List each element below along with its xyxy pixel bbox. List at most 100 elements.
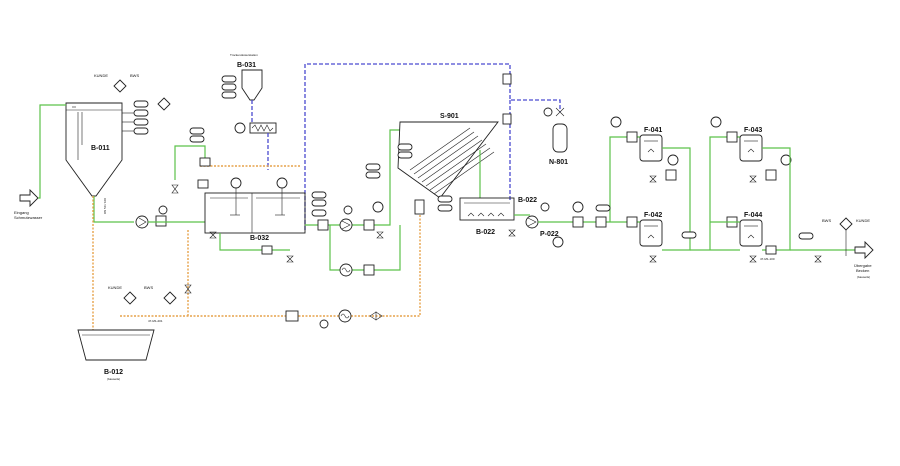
instrument-fi-s901[interactable] <box>343 205 353 215</box>
filter-f043[interactable] <box>739 134 763 162</box>
pipe-b011-out <box>93 196 134 223</box>
label-b031: B-031 <box>237 62 256 69</box>
pump-b011[interactable] <box>135 215 149 229</box>
label-f044: F-044 <box>744 212 762 219</box>
label-s901: S-901 <box>440 113 459 120</box>
interface-diamond-1 <box>113 79 127 93</box>
instrument-pi-f041[interactable] <box>610 116 622 128</box>
interface-diamond-3 <box>123 291 137 305</box>
label-inlet-1: Eingang <box>14 210 29 215</box>
tank-b032[interactable] <box>204 192 306 234</box>
valve-gas-1[interactable] <box>502 73 512 85</box>
instrument-fi-b022[interactable] <box>540 202 550 212</box>
instrument-pi-s901[interactable] <box>372 201 384 213</box>
valve-f041-in[interactable] <box>626 131 638 143</box>
label-outlet-1: Übergabe <box>854 263 872 268</box>
label-b012: B-012 <box>104 369 123 376</box>
valve-b011[interactable] <box>155 215 167 227</box>
line-b012: 47-M1-201 <box>148 319 163 323</box>
label-n801: N-801 <box>549 159 568 166</box>
pipe-bypass <box>329 225 401 271</box>
valve-branch[interactable] <box>184 284 192 294</box>
valve-f043-in[interactable] <box>726 131 738 143</box>
valve-f042-in[interactable] <box>626 216 638 228</box>
interface-diamond-2 <box>157 97 171 111</box>
label-kunde-2: KUNDE <box>108 285 122 290</box>
drain-valves[interactable] <box>209 175 822 263</box>
valve-s901-2[interactable] <box>363 219 375 231</box>
label-f041: F-041 <box>644 127 662 134</box>
valve-s901-1[interactable] <box>317 219 329 231</box>
instrument-pi-f041-out[interactable] <box>667 154 679 166</box>
filter-f041[interactable] <box>639 134 663 162</box>
instrument-cluster-b011[interactable] <box>122 100 149 135</box>
tank-b012[interactable] <box>77 329 155 361</box>
label-bws-2: BWS <box>144 285 153 290</box>
pump-s901[interactable] <box>339 218 353 232</box>
valve-outlet[interactable] <box>765 245 777 255</box>
instrument-fi-b011[interactable] <box>158 205 168 215</box>
instrument-pi-f043-out[interactable] <box>780 154 792 166</box>
label-bws-3: BWS <box>822 218 831 223</box>
valve-s901-sludge[interactable] <box>414 199 425 215</box>
label-f043: F-043 <box>744 127 762 134</box>
instrument-pi-filter-1[interactable] <box>572 201 584 213</box>
label-b011: B-011 <box>91 145 110 152</box>
tank-b011[interactable] <box>65 102 123 197</box>
valve-b032-drain[interactable] <box>261 245 273 255</box>
filter-f042[interactable] <box>639 219 663 247</box>
valve-filter-1[interactable] <box>572 216 584 228</box>
label-b031-title: Trockendosierstation <box>230 53 258 57</box>
valve-b032-2[interactable] <box>197 179 209 189</box>
instrument-pi-f043[interactable] <box>710 116 722 128</box>
valve-f041-out[interactable] <box>665 169 677 181</box>
instrument-outlet[interactable] <box>798 232 814 240</box>
pipe-f041-in <box>609 136 640 222</box>
valve-f043-out[interactable] <box>765 169 777 181</box>
instrument-f042[interactable] <box>681 231 697 239</box>
valve-return-1[interactable] <box>285 310 299 322</box>
label-outlet-2: Becken <box>856 268 869 273</box>
pipe-f041-f042-out <box>662 147 691 251</box>
valve-bypass[interactable] <box>363 264 375 276</box>
outlet-arrow <box>854 240 874 260</box>
cylinder-n801[interactable] <box>543 107 568 153</box>
label-b032: B-032 <box>250 235 269 242</box>
instrument-cluster-b031[interactable] <box>221 75 237 99</box>
instrument-pi-return[interactable] <box>319 319 329 329</box>
label-b022-pump: P-022 <box>540 231 559 238</box>
label-kunde-3: KUNDE <box>856 218 870 223</box>
label-outlet-3: (bauseits) <box>857 275 870 279</box>
screw-feeder[interactable] <box>249 122 277 134</box>
interface-diamond-4 <box>163 291 177 305</box>
separator-s901[interactable] <box>397 121 499 199</box>
agitator-b032-2[interactable] <box>276 177 288 215</box>
interface-diamond-5 <box>839 217 853 231</box>
hopper-b031[interactable] <box>241 69 263 101</box>
line-b011: DN 50 / 100 <box>103 198 107 214</box>
pump-bypass[interactable] <box>339 263 353 277</box>
valve-filter-2[interactable] <box>595 216 607 228</box>
valve-gas-2[interactable] <box>502 113 512 125</box>
valve-b032-1[interactable] <box>199 157 211 167</box>
instrument-cluster-b022[interactable] <box>437 195 453 212</box>
tank-b022[interactable] <box>459 197 515 221</box>
agitator-b032-1[interactable] <box>230 177 242 215</box>
label-f042: F-042 <box>644 212 662 219</box>
valve-b032-3[interactable] <box>171 184 179 194</box>
label-b022-mid: B-022 <box>476 229 495 236</box>
line-out: 47-M1-100 <box>760 257 775 261</box>
pump-return[interactable] <box>338 309 352 323</box>
instrument-cluster-b032-right[interactable] <box>311 191 327 217</box>
filter-f044[interactable] <box>739 219 763 247</box>
instrument-cluster-b032[interactable] <box>189 127 205 143</box>
instrument-filter-1[interactable] <box>595 204 611 212</box>
gas-line <box>304 63 561 230</box>
valve-return-2[interactable] <box>369 311 383 321</box>
instrument-cluster-s901[interactable] <box>365 143 413 179</box>
pump-b022[interactable] <box>525 215 539 229</box>
motor-b031[interactable] <box>234 122 246 134</box>
pipe-recycle-b032 <box>174 145 206 180</box>
instrument-pi-b022[interactable] <box>552 236 564 248</box>
